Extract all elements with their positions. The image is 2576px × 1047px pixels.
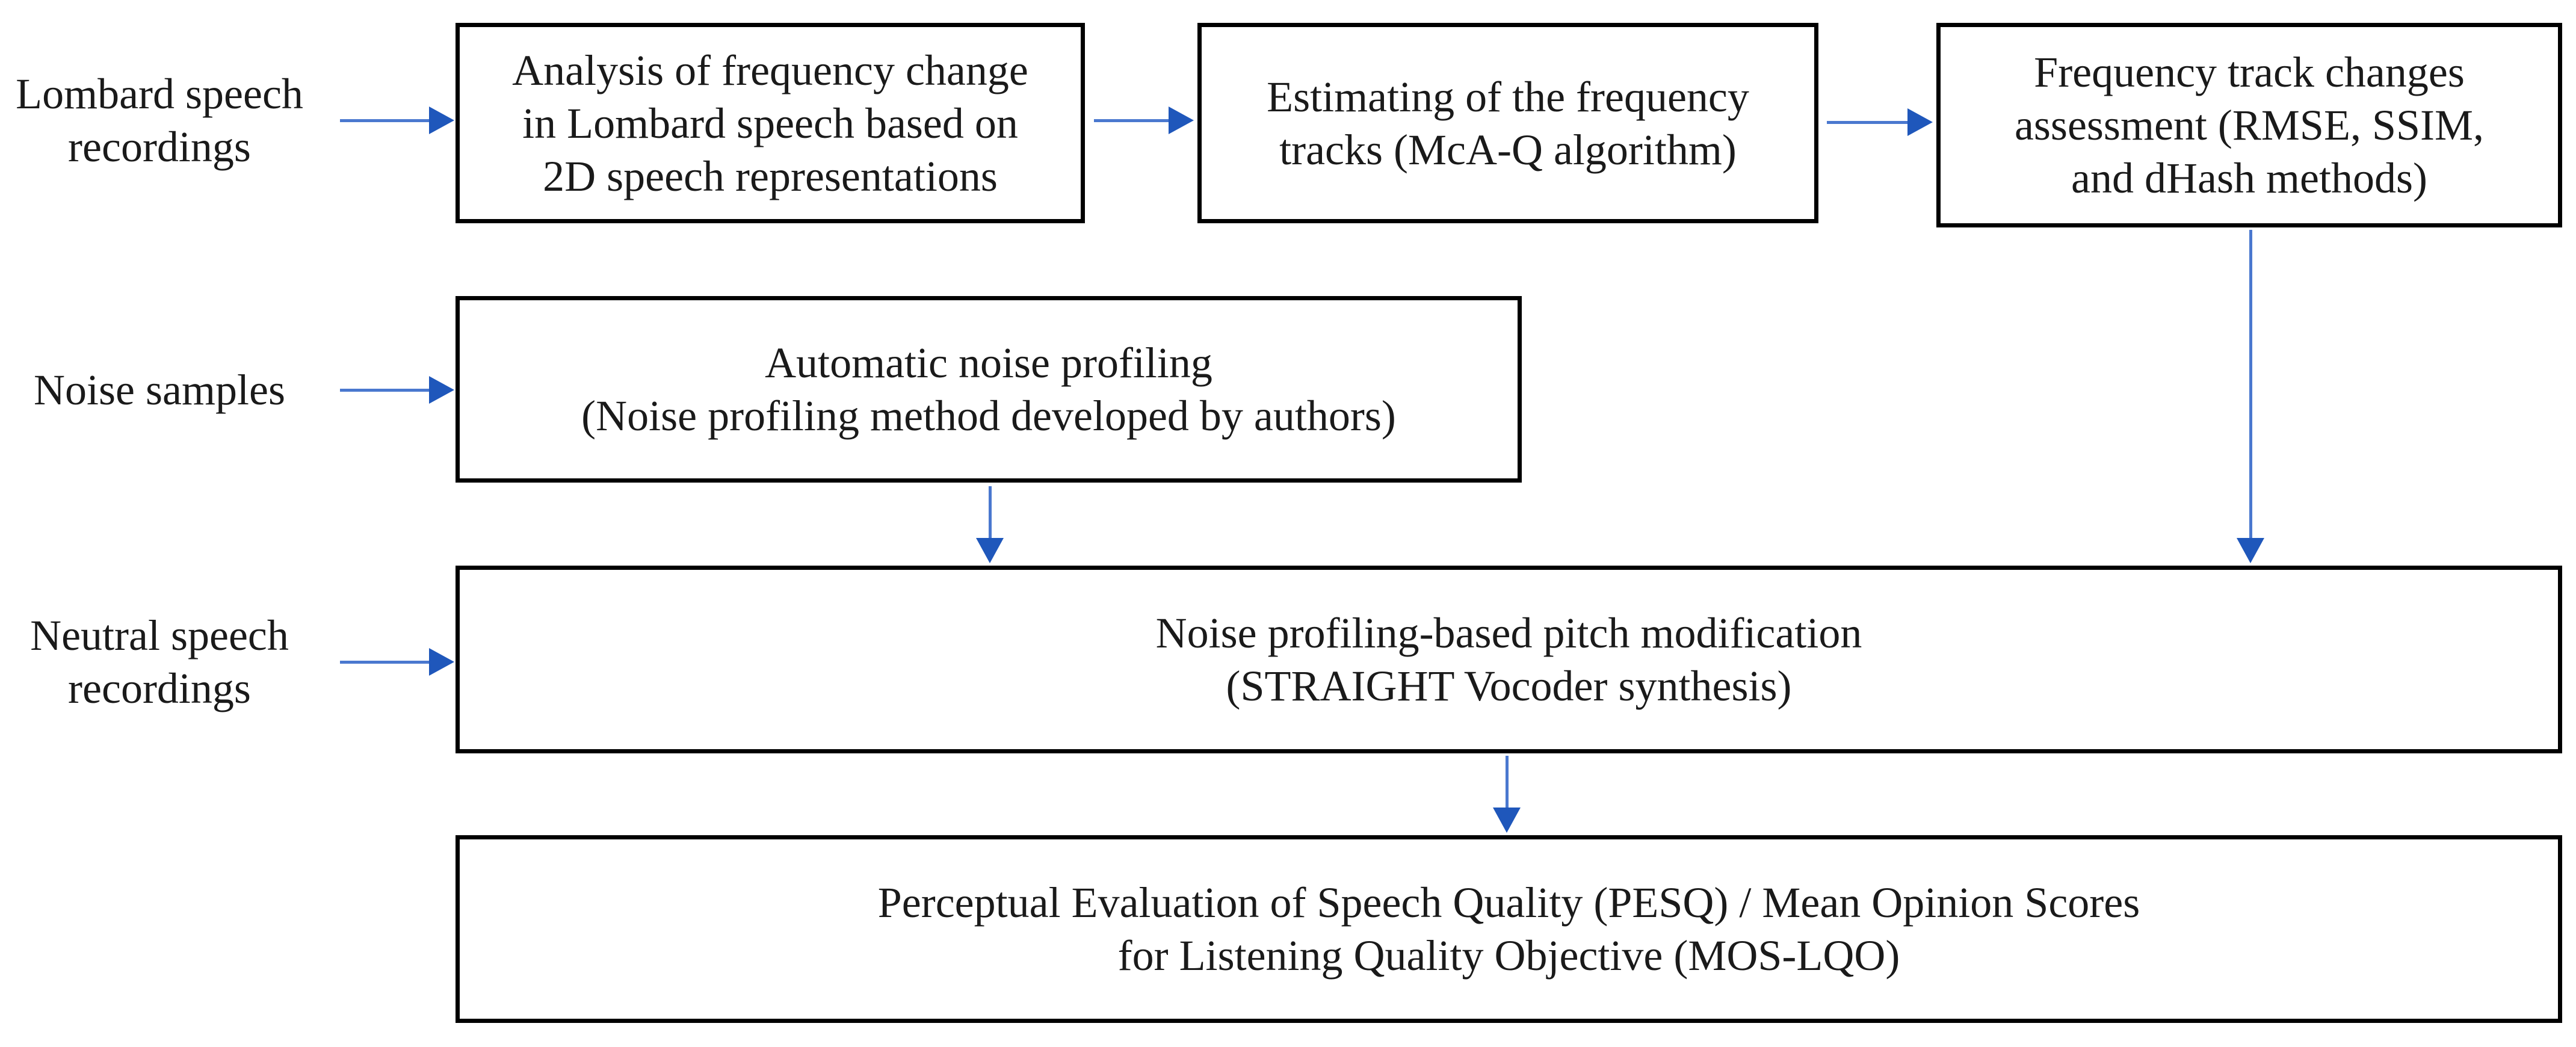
box-pesq-mos-lqo: Perceptual Evaluation of Speech Quality …: [456, 835, 2562, 1023]
box-estimating-frequency-tracks: Estimating of the frequency tracks (McA-…: [1197, 23, 1818, 223]
box-automatic-noise-profiling: Automatic noise profiling (Noise profili…: [456, 296, 1522, 483]
box-text-line: Analysis of frequency change: [512, 46, 1028, 94]
box-text-line: Frequency track changes: [2034, 48, 2465, 96]
arrow-shaft: [1827, 120, 1907, 124]
label-line: Lombard speech: [16, 70, 303, 118]
arrowhead-right-icon: [429, 376, 454, 404]
arrow-shaft: [1094, 119, 1169, 122]
arrow-shaft: [340, 660, 429, 664]
label-line: Noise samples: [34, 366, 285, 414]
box-analysis-frequency-change: Analysis of frequency change in Lombard …: [456, 23, 1085, 223]
box-text-line: 2D speech representations: [543, 152, 998, 200]
box-text-line: (Noise profiling method developed by aut…: [581, 392, 1396, 440]
arrow-shaft: [1505, 756, 1509, 808]
box-text-line: (STRAIGHT Vocoder synthesis): [1226, 662, 1792, 710]
arrow-shaft: [988, 486, 992, 538]
arrow-shaft: [340, 388, 429, 392]
arrowhead-right-icon: [1169, 107, 1194, 134]
box-text-line: and dHash methods): [2071, 154, 2427, 202]
box-text-line: Estimating of the frequency: [1267, 72, 1749, 121]
label-line: recordings: [68, 123, 251, 171]
arrow-assessment-to-pitch: [2237, 230, 2264, 563]
box-text-line: Perceptual Evaluation of Speech Quality …: [877, 879, 2140, 927]
arrow-noise-to-profiling: [340, 376, 454, 404]
arrow-estimating-to-assessment: [1827, 108, 1933, 136]
arrowhead-right-icon: [429, 648, 454, 676]
arrowhead-right-icon: [1907, 108, 1933, 136]
arrowhead-right-icon: [429, 107, 454, 134]
box-text-line: assessment (RMSE, SSIM,: [2014, 101, 2485, 149]
label-line: recordings: [68, 664, 251, 712]
arrow-pitch-to-pesq: [1493, 756, 1521, 833]
box-frequency-track-assessment: Frequency track changes assessment (RMSE…: [1936, 23, 2562, 227]
label-lombard-speech-recordings: Lombard speech recordings: [0, 67, 319, 173]
box-text-line: for Listening Quality Objective (MOS-LQO…: [1117, 931, 1900, 980]
box-text-line: Noise profiling-based pitch modification: [1155, 609, 1862, 657]
arrowhead-down-icon: [976, 538, 1004, 563]
arrow-neutral-to-pitch: [340, 648, 454, 676]
arrow-analysis-to-estimating: [1094, 107, 1194, 134]
arrowhead-down-icon: [2237, 538, 2264, 563]
box-text-line: tracks (McA-Q algorithm): [1279, 125, 1737, 174]
arrowhead-down-icon: [1493, 808, 1521, 833]
box-pitch-modification: Noise profiling-based pitch modification…: [456, 566, 2562, 753]
arrow-profiling-to-pitch: [976, 486, 1004, 563]
arrow-shaft: [340, 119, 429, 122]
label-neutral-speech-recordings: Neutral speech recordings: [0, 609, 319, 715]
label-line: Neutral speech: [30, 611, 289, 659]
arrow-shaft: [2249, 230, 2252, 538]
arrow-lombard-to-analysis: [340, 107, 454, 134]
label-noise-samples: Noise samples: [0, 363, 319, 416]
box-text-line: Automatic noise profiling: [765, 339, 1212, 387]
box-text-line: in Lombard speech based on: [522, 99, 1018, 147]
